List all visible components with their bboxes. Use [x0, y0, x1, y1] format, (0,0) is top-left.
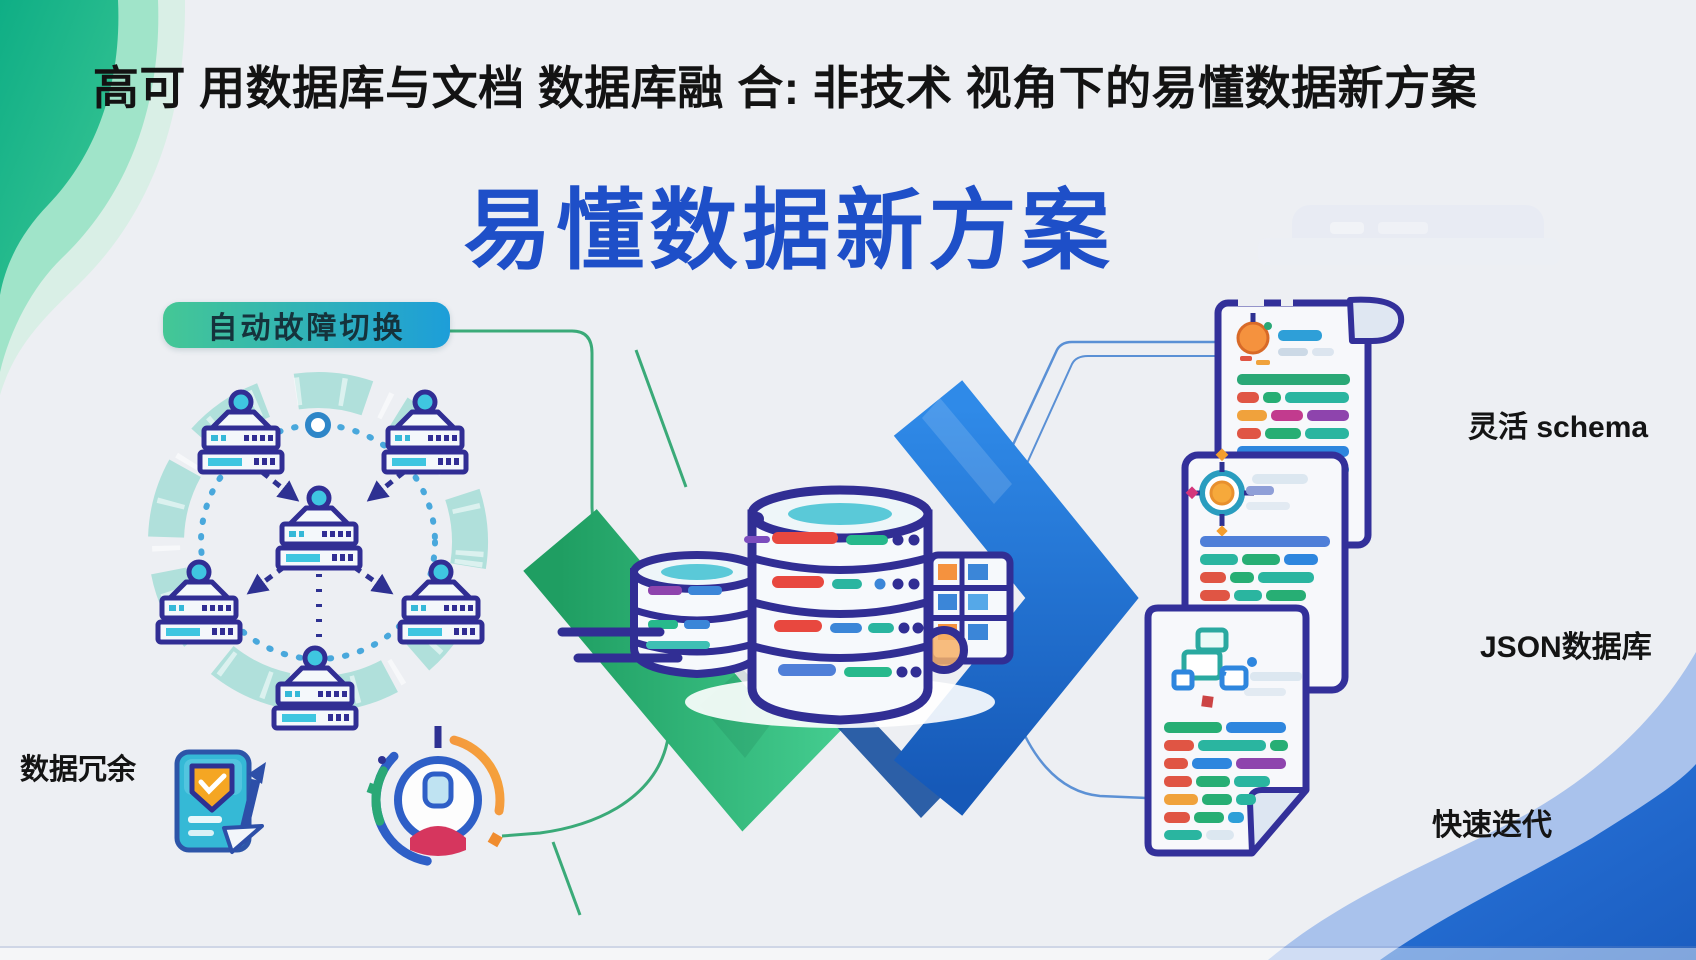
database-stack-icon [557, 485, 1014, 728]
server-icon [400, 562, 482, 642]
redundancy-label: 数据冗余 [20, 754, 137, 786]
flowchart-document-icon [1144, 604, 1310, 857]
failover-badge: 自动故障切换 [163, 302, 450, 348]
hero-title: 易懂数据新方案 [463, 181, 1115, 280]
replication-arrows [246, 470, 406, 642]
document-stack [1144, 296, 1405, 857]
corner-wave-blue [1268, 652, 1696, 960]
feature-label-json: JSON数据库 [1480, 631, 1652, 664]
server-icon [278, 488, 360, 568]
bottom-strip-line [0, 946, 1696, 948]
ghost-server-shape [1258, 205, 1560, 265]
page-title: 高可 用数据库与文档 数据库融 合: 非技术 视角下的易懂数据新方案 [92, 62, 1478, 114]
user-progress-ring-icon [366, 726, 505, 867]
server-cluster-icon [148, 372, 488, 733]
server-icon [384, 392, 466, 472]
server-icon [200, 392, 282, 472]
corner-wave-green [0, 0, 186, 395]
feature-label-iterate: 快速迭代 [1432, 809, 1552, 842]
shield-document-icon [174, 749, 266, 854]
blue-chevron-arrow-icon [836, 380, 1139, 818]
server-icon [274, 648, 356, 728]
bottom-strip [0, 948, 1696, 960]
schema-connector-line [1003, 340, 1218, 471]
feature-label-schema: 灵活 schema [1468, 411, 1649, 444]
